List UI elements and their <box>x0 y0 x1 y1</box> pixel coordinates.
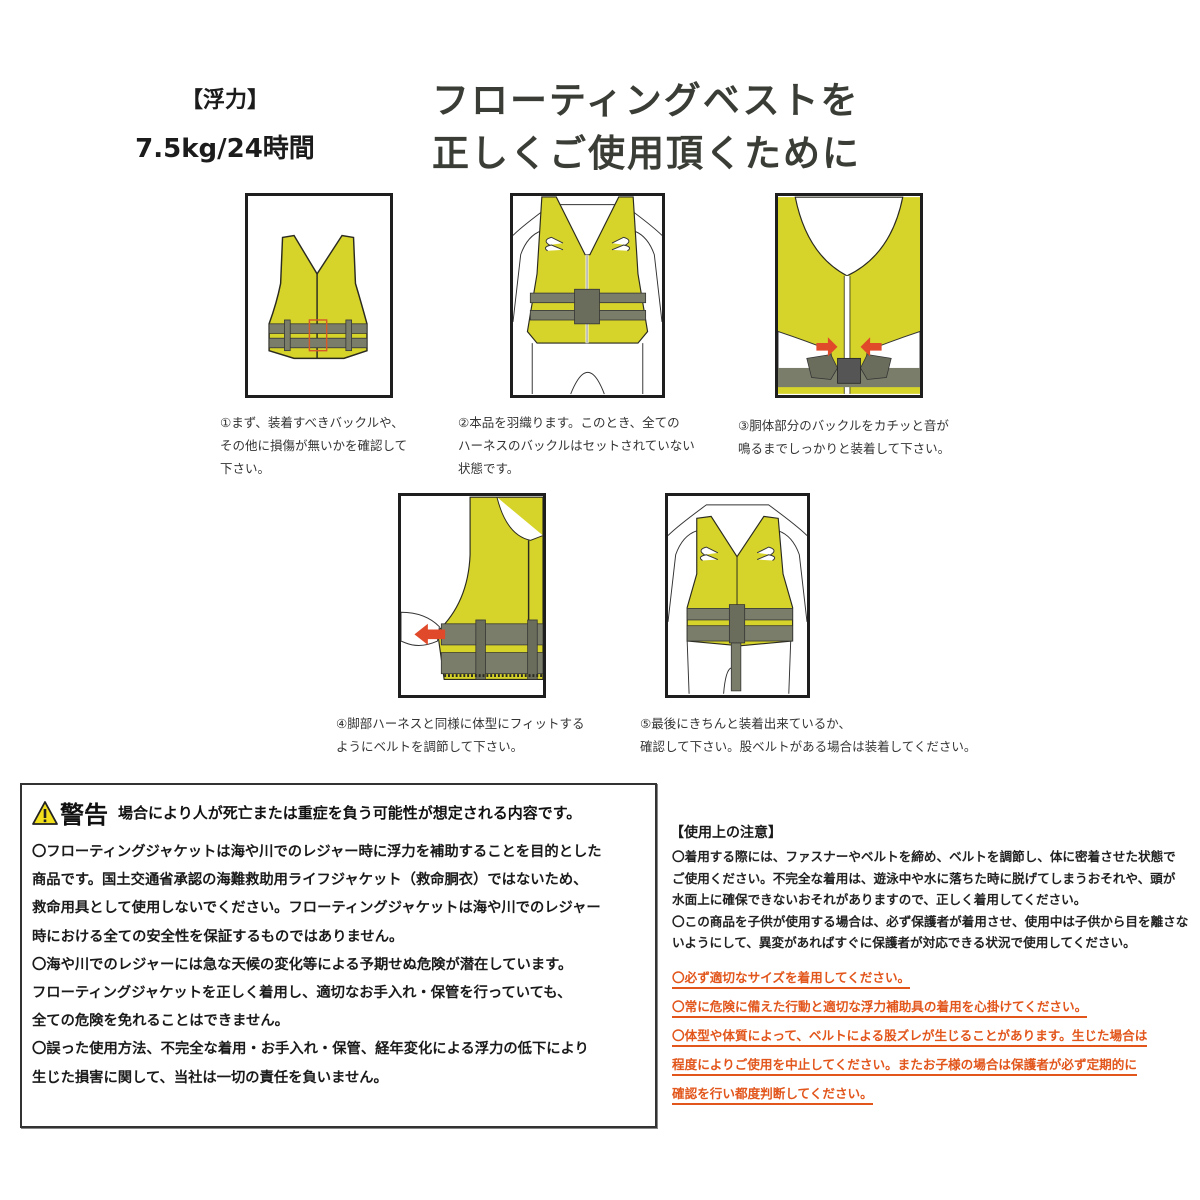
warning-line: 〇誤った使用方法、不完全な着用・お手入れ・保管、経年変化による浮力の低下により <box>32 1041 589 1058</box>
step-5-caption: ⑤最後にきちんと装着出来ているか、 確認して下さい。股ベルトがある場合は装着して… <box>640 712 976 758</box>
warning-line: 生じた損害に関して、当社は一切の責任を負いません。 <box>32 1069 388 1086</box>
caption-line: 状態です。 <box>458 461 520 476</box>
vest-wearing-illustration <box>513 196 662 395</box>
emphasis-line: 〇体型や体質によって、ベルトによる股ズレが生じることがあります。生じた場合は <box>672 1027 1148 1047</box>
warning-subtitle: 場合により人が死亡または重症を負う可能性が想定される内容です。 <box>118 804 582 822</box>
step-4-caption: ④脚部ハーネスと同様に体型にフィットする ようにベルトを調節して下さい。 <box>336 712 584 758</box>
buoyancy-value: 7.5kg/24時間 <box>135 134 315 164</box>
caption-line: ①まず、装着すべきバックルや、 <box>220 415 404 430</box>
step-1-caption: ①まず、装着すべきバックルや、 その他に損傷が無いかを確認して 下さい。 <box>220 411 407 480</box>
step-3-illustration <box>775 193 923 398</box>
warning-body: 〇フローティングジャケットは海や川でのレジャー時に浮力を補助することを目的とした… <box>32 838 652 1092</box>
caption-line: 鳴るまでしっかりと装着して下さい。 <box>738 441 951 456</box>
step-5-illustration <box>665 493 810 698</box>
caption-line: ⑤最後にきちんと装着出来ているか、 <box>640 716 851 731</box>
page-title-line-1: フローティングベストを <box>432 79 860 122</box>
caption-line: ③胴体部分のバックルをカチッと音が <box>738 418 949 433</box>
warning-header: 警告 場合により人が死亡または重症を負う可能性が想定される内容です。 <box>32 795 581 830</box>
note-line: いようにして、異変があればすぐに保護者が対応できる状況で使用してください。 <box>672 935 1136 951</box>
caption-line: ④脚部ハーネスと同様に体型にフィットする <box>336 716 585 731</box>
caption-line: ②本品を羽織ります。このとき、全ての <box>458 415 680 430</box>
note-line: 水面上に確保できないおそれがありますので、正しく着用してください。 <box>672 892 1087 908</box>
caption-line: その他に損傷が無いかを確認して <box>220 438 408 453</box>
caption-line: ハーネスのバックルはセットされていない <box>458 438 695 453</box>
caption-line: 確認して下さい。股ベルトがある場合は装着してください。 <box>640 739 977 754</box>
warning-line: 〇海や川でのレジャーには急な天候の変化等による予期せぬ危険が潜在しています。 <box>32 956 573 973</box>
buckle-fastening-illustration <box>778 196 920 394</box>
warning-line: フローティングジャケットを正しく着用し、適切なお手入れ・保管を行っていても、 <box>32 985 572 1002</box>
usage-notes-emphasis: 〇必ず適切なサイズを着用してください。 〇常に危険に備えた行動と適切な浮力補助具… <box>672 966 1148 1111</box>
emphasis-line: 〇常に危険に備えた行動と適切な浮力補助具の着用を心掛けてください。 <box>672 998 1088 1018</box>
step-1-illustration <box>245 193 393 398</box>
caption-line: ようにベルトを調節して下さい。 <box>336 739 524 754</box>
emphasis-line: 確認を行い都度判断してください。 <box>672 1085 873 1105</box>
warning-title: 警告 <box>60 801 108 829</box>
vest-inspection-illustration <box>268 234 368 360</box>
usage-notes-title: 【使用上の注意】 <box>670 825 782 841</box>
warning-line: 商品です。国土交通省承認の海難救助用ライフジャケット（救命胴衣）ではないため、 <box>32 872 588 889</box>
step-2-caption: ②本品を羽織ります。このとき、全ての ハーネスのバックルはセットされていない 状… <box>458 411 695 480</box>
warning-line: 〇フローティングジャケットは海や川でのレジャー時に浮力を補助することを目的とした <box>32 844 602 860</box>
note-line: 〇着用する際には、ファスナーやベルトを締め、ベルトを調節し、体に密着させた状態で <box>672 849 1176 864</box>
warning-box <box>20 783 657 1128</box>
usage-notes-body: 〇着用する際には、ファスナーやベルトを締め、ベルトを調節し、体に密着させた状態で… <box>672 846 1188 954</box>
step-4-illustration <box>398 493 546 698</box>
buoyancy-label: 【浮力】 <box>180 88 269 113</box>
warning-line: 時における全ての安全性を保証するものではありません。 <box>32 928 404 945</box>
note-line: 〇この商品を子供が使用する場合は、必ず保護者が着用させ、使用中は子供から目を離さ… <box>672 913 1189 929</box>
final-check-illustration <box>668 504 807 694</box>
step-2-illustration <box>510 193 665 398</box>
caption-line: 下さい。 <box>220 461 271 476</box>
belt-adjusting-illustration <box>401 496 543 681</box>
note-line: ご使用ください。不完全な着用は、遊泳中や水に落ちた時に脱げてしまうおそれや、頭が <box>672 870 1176 886</box>
page-title-line-2: 正しくご使用頂くために <box>432 132 861 175</box>
emphasis-line: 〇必ず適切なサイズを着用してください。 <box>672 969 911 989</box>
step-3-caption: ③胴体部分のバックルをカチッと音が 鳴るまでしっかりと装着して下さい。 <box>738 414 950 460</box>
warning-triangle-icon <box>32 800 58 825</box>
warning-line: 全ての危険を免れることはできません。 <box>32 1013 289 1030</box>
emphasis-line: 程度によりご使用を中止してください。またお子様の場合は保護者が必ず定期的に <box>672 1056 1137 1076</box>
warning-line: 救命用具として使用しないでください。フローティングジャケットは海や川でのレジャー <box>32 900 601 917</box>
